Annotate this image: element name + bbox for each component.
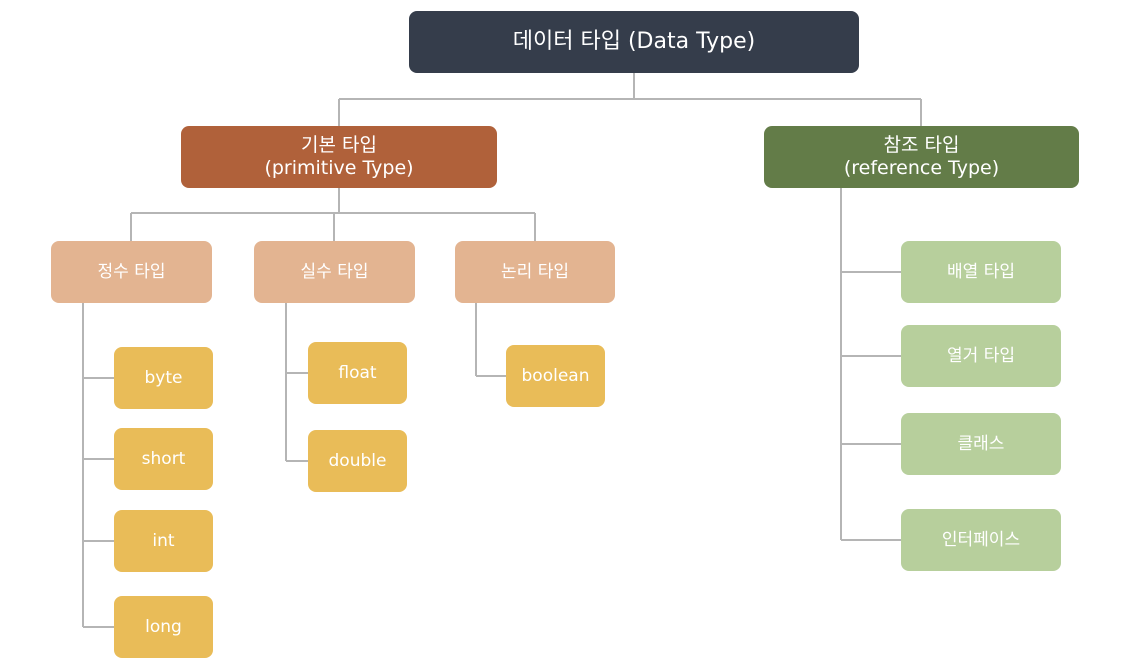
leaf-enum-type: 열거 타입	[901, 325, 1061, 387]
root-label: 데이터 타입 (Data Type)	[512, 28, 756, 54]
connector-real	[285, 303, 308, 462]
connector-primitive	[130, 188, 536, 241]
leaf-short-label: short	[141, 448, 186, 469]
leaf-array-type-label: 배열 타입	[947, 261, 1015, 282]
connector-reference	[840, 188, 901, 541]
primitive-subtitle: (primitive Type)	[264, 157, 414, 179]
real-type-node: 실수 타입	[254, 241, 415, 303]
leaf-double-label: double	[328, 450, 387, 471]
real-type-label: 실수 타입	[300, 261, 369, 282]
leaf-interface-label: 인터페이스	[941, 529, 1021, 550]
integer-type-node: 정수 타입	[51, 241, 212, 303]
leaf-short: short	[114, 428, 213, 490]
reference-subtitle: (reference Type)	[843, 157, 1000, 179]
leaf-array-type: 배열 타입	[901, 241, 1061, 303]
leaf-class: 클래스	[901, 413, 1061, 475]
leaf-long-label: long	[145, 616, 182, 637]
leaf-boolean: boolean	[506, 345, 605, 407]
leaf-int: int	[114, 510, 213, 572]
logical-type-label: 논리 타입	[501, 261, 569, 282]
leaf-class-label: 클래스	[957, 433, 1005, 454]
reference-type-node: 참조 타입 (reference Type)	[764, 126, 1079, 188]
leaf-boolean-label: boolean	[521, 365, 590, 386]
connector-logical	[475, 303, 506, 377]
leaf-long: long	[114, 596, 213, 658]
reference-title: 참조 타입	[883, 134, 960, 157]
leaf-interface: 인터페이스	[901, 509, 1061, 571]
leaf-double: double	[308, 430, 407, 492]
connector-integer	[82, 303, 114, 628]
leaf-float: float	[308, 342, 407, 404]
leaf-enum-type-label: 열거 타입	[947, 345, 1015, 366]
primitive-type-node: 기본 타입 (primitive Type)	[181, 126, 497, 188]
leaf-byte: byte	[114, 347, 213, 409]
logical-type-node: 논리 타입	[455, 241, 615, 303]
primitive-title: 기본 타입	[301, 134, 377, 157]
root-node: 데이터 타입 (Data Type)	[409, 11, 859, 73]
integer-type-label: 정수 타입	[97, 261, 166, 282]
leaf-float-label: float	[338, 362, 377, 383]
leaf-int-label: int	[152, 530, 175, 551]
connector-root	[338, 73, 922, 126]
leaf-byte-label: byte	[144, 367, 183, 388]
